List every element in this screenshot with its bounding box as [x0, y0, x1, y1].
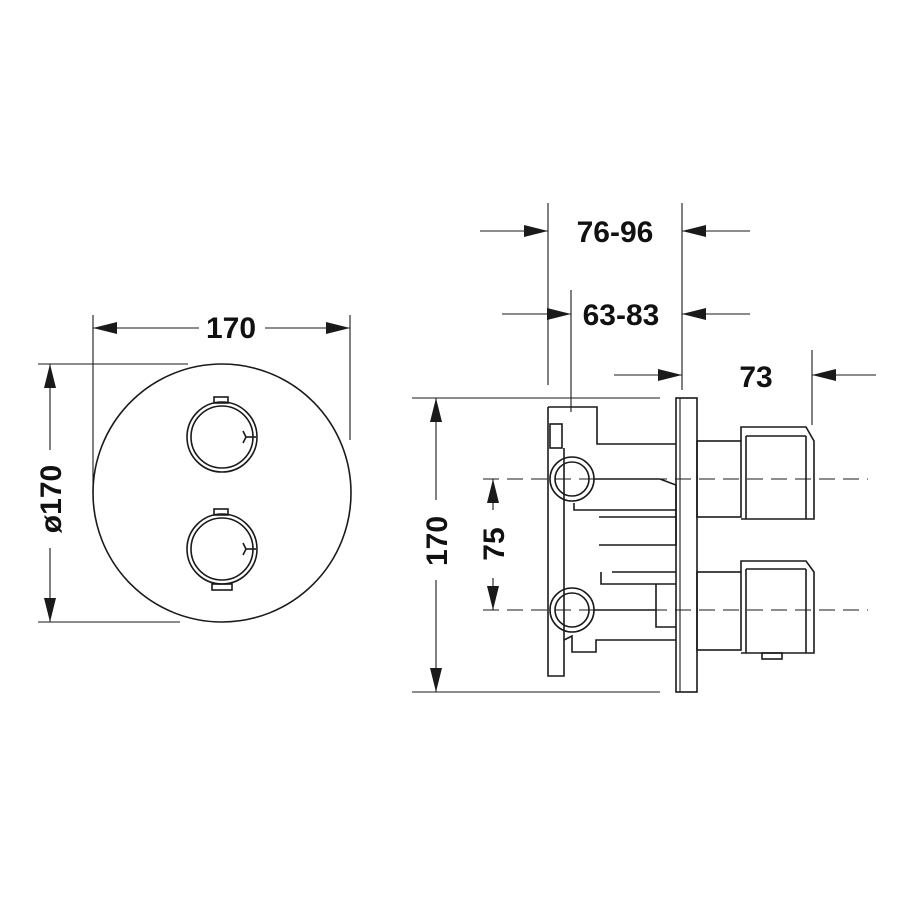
spacing-label: 75 [478, 527, 511, 560]
front-diameter-dimension: ø170 [35, 363, 188, 623]
front-width-dimension: 170 [92, 312, 351, 493]
side-view: 170 75 76-96 63-83 [412, 203, 876, 693]
lower-connection [549, 571, 676, 633]
lower-thermostat-body [696, 560, 815, 660]
depth-outer-label: 76-96 [577, 216, 654, 249]
depth-inner-label: 63-83 [583, 299, 660, 332]
front-width-label: 170 [206, 312, 256, 345]
side-cover-plate [675, 397, 698, 693]
lower-handle [186, 508, 258, 591]
depth-outer-dimension: 76-96 [480, 216, 750, 249]
upper-handle [186, 396, 258, 473]
side-height-dimension: 170 [412, 397, 660, 693]
projection-label: 73 [739, 361, 772, 394]
spacing-dimension: 75 [478, 479, 511, 610]
depth-inner-dimension: 63-83 [502, 299, 750, 332]
front-diameter-label: ø170 [35, 465, 68, 533]
mounting-bracket [547, 406, 676, 677]
upper-thermostat-body [696, 426, 815, 520]
projection-dimension: 73 [614, 361, 876, 394]
upper-connection [549, 456, 677, 546]
front-view: 170 ø170 [35, 312, 352, 623]
side-height-label: 170 [421, 516, 454, 566]
